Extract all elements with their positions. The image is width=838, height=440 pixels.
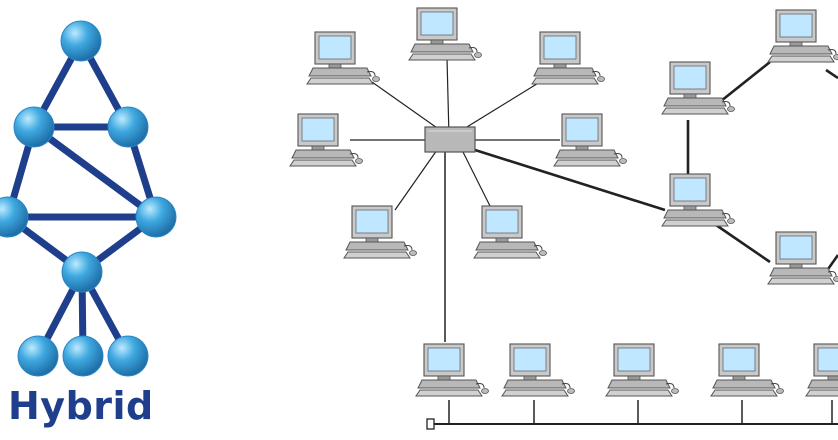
star-computer-top-left [306,31,380,85]
icon-nodes [0,20,177,377]
cable-star-top-left [371,81,441,131]
cable-ring-2 [715,60,771,107]
bus-computer-2 [501,343,575,397]
icon-node-leaf-center [62,335,104,377]
bus-computer-4 [710,343,784,397]
icon-node-top [60,20,102,62]
star-computer-left [289,113,363,167]
star-computer-top-right [531,31,605,85]
hybrid-caption: Hybrid [8,384,154,428]
star-computer-top [408,7,482,61]
ring-computer-top-right [767,9,838,63]
bus-computer-3 [605,343,679,397]
icon-node-hub [61,251,103,293]
icon-node-upper-left [13,106,55,148]
network-computers [289,7,838,397]
network-cables [350,57,838,430]
cable-star-top [446,57,450,138]
icon-node-leaf-right [107,335,149,377]
icon-links [4,37,160,360]
cable-star-to-ring [474,148,666,212]
icon-node-upper-right [107,106,149,148]
cable-star-top-right [461,81,541,131]
ring-computer-left-lower [661,173,735,227]
star-computer-bottom-right [473,205,547,259]
icon-link-upper-left-mid-right [30,123,160,221]
ring-computer-bottom-right [767,231,838,285]
star-switch [424,126,476,153]
bus-computer-5 [805,343,838,397]
icon-node-mid-right [135,196,177,238]
bus-computer-1 [415,343,489,397]
star-computer-bottom-left [343,205,417,259]
cable-ring-4 [825,68,838,80]
cable-ring-3 [715,223,771,264]
cable-star-bottom-right [461,149,493,211]
icon-node-mid-left [0,196,29,238]
hybrid-topology-icon [0,20,177,377]
star-computer-right [553,113,627,167]
icon-node-leaf-left [17,335,59,377]
cable-star-bottom-left [394,149,438,211]
ring-computer-top-left [661,61,735,115]
bus-terminator [426,418,435,430]
